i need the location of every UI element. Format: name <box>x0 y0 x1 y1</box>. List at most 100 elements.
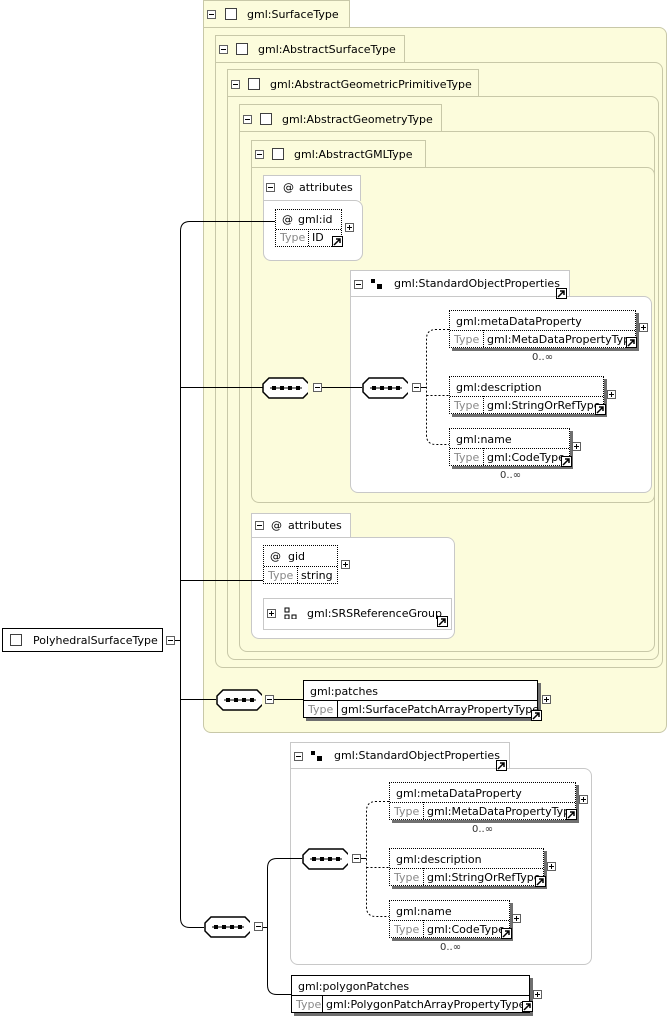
attribute-gid[interactable]: @ gid Type string <box>263 545 338 584</box>
attribute-gml-id[interactable]: @ gml:id Type ID <box>275 209 343 247</box>
type-key: Type <box>280 231 306 244</box>
link-arrow-icon[interactable] <box>522 1001 533 1012</box>
element-metadata-property[interactable]: gml:metaDataProperty Type gml:MetaDataPr… <box>449 310 637 348</box>
abstract-geometry-type-label: gml:AbstractGeometryType <box>282 113 433 126</box>
attribute-marker: @ <box>282 213 293 226</box>
tab-abstract-geometric-primitive-type <box>227 69 479 97</box>
expand-toggle-icon[interactable] <box>572 442 581 451</box>
element-name-code[interactable]: gml:name Type gml:CodeType <box>449 428 572 467</box>
link-arrow-icon[interactable] <box>566 809 577 820</box>
type-value: gml:CodeType <box>487 451 565 464</box>
collapse-toggle-icon[interactable] <box>254 922 263 931</box>
link-arrow-icon[interactable] <box>531 710 542 721</box>
expand-toggle-icon[interactable] <box>533 990 542 999</box>
type-key: Type <box>308 703 334 716</box>
std-props-label: gml:StandardObjectProperties <box>394 277 560 290</box>
type-value: gml:PolygonPatchArrayPropertyType <box>326 998 526 1011</box>
collapse-toggle-icon[interactable] <box>266 183 275 192</box>
type-value: gml:SurfacePatchArrayPropertyType <box>341 703 540 716</box>
tab-abstract-geometry-type <box>239 104 442 132</box>
type-value: gml:StringOrRefType <box>427 871 541 884</box>
expand-toggle-icon[interactable] <box>579 795 588 804</box>
link-arrow-icon[interactable] <box>626 337 637 348</box>
type-value: ID <box>312 231 324 244</box>
complex-type-icon <box>236 43 248 55</box>
collapse-toggle-icon[interactable] <box>255 150 264 159</box>
link-arrow-icon[interactable] <box>496 760 507 771</box>
type-value: gml:MetaDataPropertyType <box>427 805 577 818</box>
type-key: Type <box>394 923 420 936</box>
sequence-compositor-icon <box>262 377 308 399</box>
collapse-toggle-icon[interactable] <box>166 636 175 645</box>
attribute-group-srs-reference[interactable]: gml:SRSReferenceGroup <box>263 598 452 630</box>
type-value: string <box>301 569 333 582</box>
complex-type-icon <box>260 113 272 125</box>
expand-toggle-icon[interactable] <box>639 323 648 332</box>
element-name: gml:polygonPatches <box>298 980 410 993</box>
attribute-marker: @ <box>271 519 282 532</box>
collapse-toggle-icon[interactable] <box>265 695 274 704</box>
occurrence-label: 0..∞ <box>472 824 494 835</box>
abstract-geometric-primitive-type-label: gml:AbstractGeometricPrimitiveType <box>270 78 472 91</box>
collapse-toggle-icon[interactable] <box>255 521 264 530</box>
link-arrow-icon[interactable] <box>501 928 512 939</box>
type-key: Type <box>454 399 480 412</box>
complex-type-icon <box>272 148 284 160</box>
link-arrow-icon[interactable] <box>556 288 567 299</box>
type-value: gml:CodeType <box>427 923 505 936</box>
element-polygon-patches[interactable]: gml:polygonPatches Type gml:PolygonPatch… <box>291 975 533 1013</box>
root-complex-type[interactable]: PolyhedralSurfaceType <box>2 628 163 652</box>
element-name: gml:description <box>456 381 542 394</box>
collapse-toggle-icon[interactable] <box>412 383 421 392</box>
abstract-surface-type-label: gml:AbstractSurfaceType <box>258 43 396 56</box>
attributes-label: attributes <box>288 519 342 532</box>
element-metadata-property[interactable]: gml:metaDataProperty Type gml:MetaDataPr… <box>389 782 577 820</box>
complex-type-icon <box>225 8 237 20</box>
model-group-icon <box>371 279 382 289</box>
expand-toggle-icon[interactable] <box>341 560 350 569</box>
link-arrow-icon[interactable] <box>595 404 606 415</box>
abstract-gml-type-label: gml:AbstractGMLType <box>294 148 413 161</box>
element-patches[interactable]: gml:patches Type gml:SurfacePatchArrayPr… <box>303 680 542 721</box>
element-name: gml:description <box>396 853 482 866</box>
attribute-name: gml:id <box>298 213 333 226</box>
occurrence-label: 0..∞ <box>440 942 462 953</box>
attribute-marker: @ <box>270 550 281 563</box>
expand-toggle-icon[interactable] <box>607 390 616 399</box>
std-props-tab <box>350 270 570 296</box>
expand-toggle-icon[interactable] <box>345 223 354 232</box>
std-props-tab <box>290 742 510 768</box>
attribute-group-label: gml:SRSReferenceGroup <box>307 607 442 620</box>
model-group-icon <box>311 751 322 761</box>
link-arrow-icon[interactable] <box>535 876 546 887</box>
expand-toggle-icon[interactable] <box>267 609 276 618</box>
expand-toggle-icon[interactable] <box>512 914 521 923</box>
link-arrow-icon[interactable] <box>437 616 448 627</box>
root-type-name: PolyhedralSurfaceType <box>33 634 158 647</box>
element-name: gml:name <box>396 905 452 918</box>
collapse-toggle-icon[interactable] <box>207 10 216 19</box>
type-value: gml:MetaDataPropertyType <box>487 333 637 346</box>
collapse-toggle-icon[interactable] <box>352 854 361 863</box>
collapse-toggle-icon[interactable] <box>219 45 228 54</box>
attributes-label: attributes <box>299 181 353 194</box>
collapse-toggle-icon[interactable] <box>243 115 252 124</box>
sequence-compositor-icon <box>302 848 348 870</box>
expand-toggle-icon[interactable] <box>542 695 551 704</box>
link-arrow-icon[interactable] <box>332 236 343 247</box>
collapse-toggle-icon[interactable] <box>294 752 303 761</box>
element-description[interactable]: gml:description Type gml:StringOrRefType <box>449 376 606 415</box>
element-name: gml:patches <box>310 685 379 698</box>
collapse-toggle-icon[interactable] <box>231 80 240 89</box>
element-description[interactable]: gml:description Type gml:StringOrRefType <box>389 848 546 887</box>
attribute-name: gid <box>288 550 306 563</box>
element-name-code[interactable]: gml:name Type gml:CodeType <box>389 900 512 939</box>
collapse-toggle-icon[interactable] <box>313 383 322 392</box>
collapse-toggle-icon[interactable] <box>354 280 363 289</box>
type-key: Type <box>454 451 480 464</box>
attribute-marker: @ <box>283 181 294 194</box>
type-key: Type <box>394 805 420 818</box>
expand-toggle-icon[interactable] <box>547 862 556 871</box>
link-arrow-icon[interactable] <box>561 456 572 467</box>
